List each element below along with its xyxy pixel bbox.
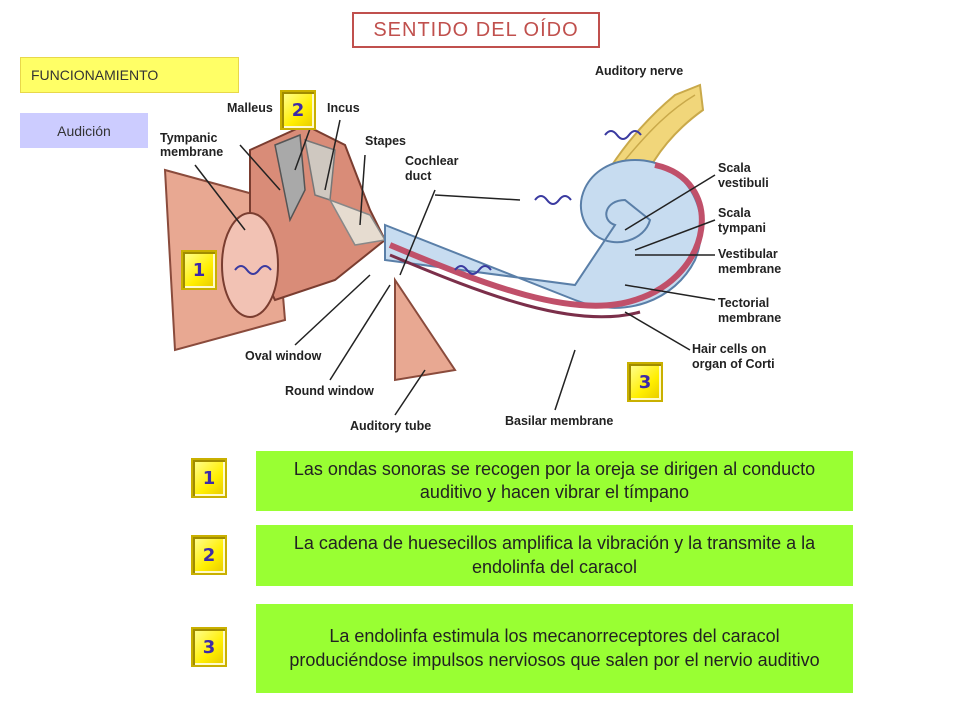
tympanic-membrane-shape [221,212,279,318]
label-scala-tymp-2: tympani [718,221,766,235]
label-tectorial-2: membrane [718,311,781,325]
label-cochlear-2: duct [405,169,432,183]
step-text-2: La cadena de huesecillos amplifica la vi… [256,525,853,586]
label-basilar-membrane: Basilar membrane [505,414,613,428]
diagram-marker-3: 3 [627,362,663,402]
label-vestibular-1: Vestibular [718,247,778,261]
diagram-marker-2: 2 [280,90,316,130]
label-auditory-tube: Auditory tube [350,419,431,433]
label-tectorial-1: Tectorial [718,296,769,310]
label-scala-vest-1: Scala [718,161,752,175]
label-vestibular-2: membrane [718,262,781,276]
label-round-window: Round window [285,384,374,398]
label-cochlear-1: Cochlear [405,154,459,168]
step-number-1: 1 [191,458,227,498]
step-text-3: La endolinfa estimula los mecanorrecepto… [256,604,853,693]
step-text-1: Las ondas sonoras se recogen por la orej… [256,451,853,511]
label-auditory-nerve: Auditory nerve [595,64,683,78]
auditory-nerve-shape [608,83,705,180]
subsection-label: Audición [20,113,148,148]
label-tympanic-2: membrane [160,145,223,159]
label-malleus: Malleus [227,101,273,115]
label-incus: Incus [327,101,360,115]
cochlea-shape [384,158,703,309]
label-scala-vest-2: vestibuli [718,176,769,190]
label-scala-tymp-1: Scala [718,206,752,220]
label-stapes: Stapes [365,134,406,148]
label-hair-cells-2: organ of Corti [692,357,775,371]
label-tympanic-1: Tympanic [160,131,217,145]
step-number-3: 3 [191,627,227,667]
ear-diagram: Auditory nerve Malleus Incus Tympanic me… [160,64,781,433]
section-label: FUNCIONAMIENTO [20,57,239,93]
label-hair-cells-1: Hair cells on [692,342,766,356]
label-oval-window: Oval window [245,349,322,363]
diagram-marker-1: 1 [181,250,217,290]
page-title: SENTIDO DEL OÍDO [352,12,600,48]
malleus-shape [274,133,306,223]
step-number-2: 2 [191,535,227,575]
